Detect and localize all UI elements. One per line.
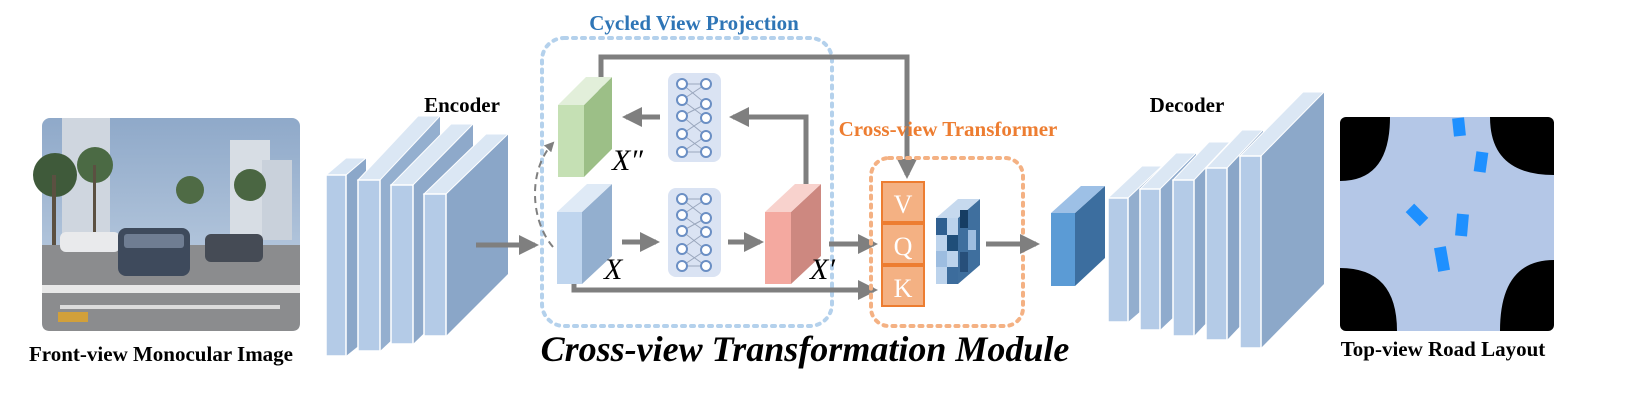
cycled-view-projection-label: Cycled View Projection (589, 11, 799, 35)
top-view-caption: Top-view Road Layout (1341, 337, 1546, 361)
cycled-view-projection-box (540, 36, 834, 328)
k-label: K (894, 274, 913, 303)
k-box (881, 265, 925, 307)
x-prime-block (765, 184, 821, 284)
cross-view-transformer-label: Cross-view Transformer (839, 117, 1058, 141)
encoder-stack (324, 115, 510, 357)
x-prime-label: X′ (809, 253, 835, 286)
arrow-xp-to-mlp-upper (729, 107, 809, 184)
decoder-label: Decoder (1150, 93, 1225, 117)
transformer-output-block (1051, 186, 1105, 286)
x-label: X (603, 253, 624, 286)
front-view-image (33, 118, 300, 331)
mlp-upper (668, 73, 721, 162)
arrow-x-to-xdp-dashed (534, 141, 555, 248)
mlp-lower (668, 188, 721, 277)
front-view-caption: Front-view Monocular Image (29, 342, 293, 366)
decoder-stack (1106, 91, 1326, 349)
arrow-xdp-to-v (598, 54, 917, 179)
attention-block (936, 199, 980, 284)
x-block (557, 184, 612, 284)
x-double-prime-label: X″ (611, 144, 643, 177)
top-view-road-layout (1340, 117, 1554, 331)
q-box (881, 223, 925, 265)
arrow-x-to-k (571, 280, 878, 300)
q-label: Q (894, 232, 913, 261)
v-box (881, 181, 925, 223)
module-title: Cross-view Transformation Module (541, 329, 1070, 369)
encoder-label: Encoder (424, 93, 500, 117)
v-label: V (894, 190, 913, 219)
x-double-prime-block (558, 77, 612, 177)
